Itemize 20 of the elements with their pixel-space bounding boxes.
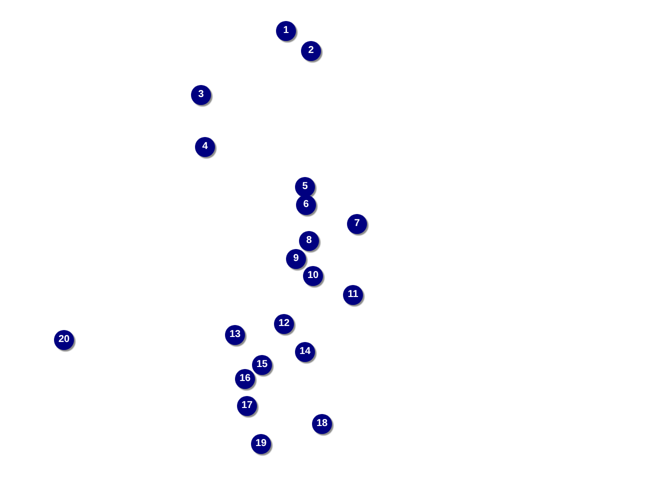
callout-number: 3 (191, 85, 211, 105)
callout-number: 9 (286, 249, 306, 269)
callout-number: 10 (303, 266, 323, 286)
callout-number: 20 (54, 330, 74, 350)
callout-number: 4 (195, 137, 215, 157)
callout-number: 11 (343, 285, 363, 305)
callout-number: 12 (274, 314, 294, 334)
callout-number: 2 (301, 41, 321, 61)
callout-number: 1 (276, 21, 296, 41)
callout-number: 17 (237, 396, 257, 416)
callout-number: 15 (252, 355, 272, 375)
callout-number: 19 (251, 434, 271, 454)
callout-number: 5 (295, 177, 315, 197)
callout-number: 14 (295, 342, 315, 362)
callout-number: 18 (312, 414, 332, 434)
callout-number: 7 (347, 214, 367, 234)
callout-number: 8 (299, 231, 319, 251)
callout-number: 13 (225, 325, 245, 345)
callout-number: 16 (235, 369, 255, 389)
callout-number: 6 (296, 195, 316, 215)
